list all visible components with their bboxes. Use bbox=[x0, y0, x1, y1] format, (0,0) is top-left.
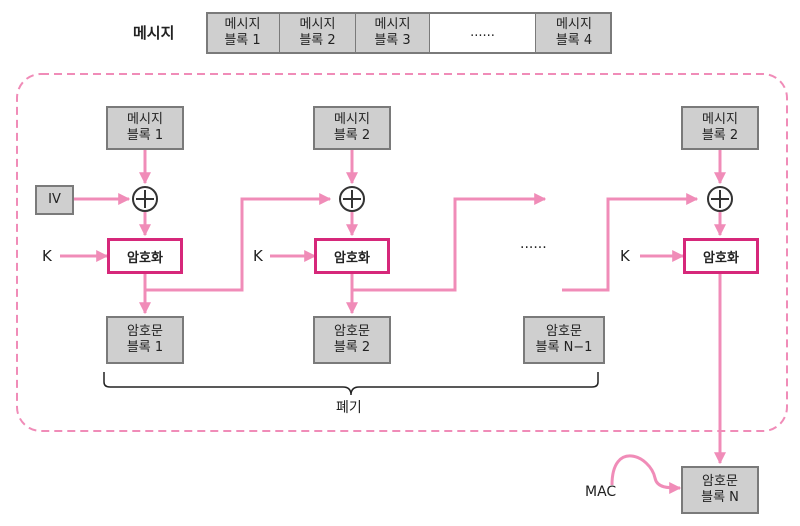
stage1-message-line2: 블록 1 bbox=[126, 128, 164, 143]
discard-brace bbox=[103, 372, 599, 396]
stage2-xor-icon bbox=[339, 186, 365, 212]
stage1-encrypt-label: 암호화 bbox=[127, 250, 163, 266]
stage1-encrypt-block: 암호화 bbox=[107, 238, 183, 274]
header-cell-ellipsis-line1: ...... bbox=[470, 24, 495, 40]
arrow-chain-1-2 bbox=[145, 193, 332, 292]
header-cell-ellipsis: ...... bbox=[430, 12, 536, 54]
iv-label: IV bbox=[48, 191, 61, 207]
header-cell-4-line2: 블록 4 bbox=[555, 33, 593, 48]
final-ciphertext-line2: 블록 N bbox=[701, 490, 739, 505]
stage2-key-label: K bbox=[253, 247, 263, 265]
discard-region-border bbox=[16, 73, 788, 432]
stage1-xor-icon bbox=[132, 186, 158, 212]
stage2-encrypt-label: 암호화 bbox=[334, 250, 370, 266]
stage2-encrypt-block: 암호화 bbox=[314, 238, 390, 274]
stage-n1-ciphertext-line1: 암호문 bbox=[546, 323, 582, 339]
header-cell-3-line1: 메시지 bbox=[374, 16, 411, 32]
header-cell-1-line1: 메시지 bbox=[224, 16, 261, 32]
header-cell-4: 메시지 블록 4 bbox=[536, 12, 612, 54]
stage1-message-line1: 메시지 bbox=[127, 111, 163, 127]
header-cell-4-line1: 메시지 bbox=[556, 16, 592, 32]
arrow-mac bbox=[610, 454, 682, 494]
stage1-ciphertext-line1: 암호문 bbox=[127, 323, 163, 339]
final-ciphertext-line1: 암호문 bbox=[702, 473, 738, 489]
middle-ellipsis: ...... bbox=[520, 236, 547, 252]
stageN-message-line1: 메시지 bbox=[702, 111, 738, 127]
stage1-ciphertext-block: 암호문 블록 1 bbox=[106, 316, 184, 364]
header-cell-3: 메시지 블록 3 bbox=[356, 12, 430, 54]
arrow-chain-2-mid bbox=[352, 193, 547, 292]
iv-box: IV bbox=[35, 185, 74, 215]
header-cell-2-line1: 메시지 bbox=[299, 16, 336, 32]
stage1-key-label: K bbox=[42, 247, 52, 265]
stage2-message-block: 메시지 블록 2 bbox=[313, 106, 391, 150]
final-ciphertext-block: 암호문 블록 N bbox=[681, 466, 759, 514]
stage2-message-line2: 블록 2 bbox=[333, 128, 371, 143]
discard-label: 폐기 bbox=[336, 400, 362, 416]
header-cell-1: 메시지 블록 1 bbox=[206, 12, 280, 54]
header-cell-2-line2: 블록 2 bbox=[299, 33, 336, 48]
header-cell-3-line2: 블록 3 bbox=[374, 33, 411, 48]
header-cell-1-line2: 블록 1 bbox=[224, 33, 261, 48]
header-cell-2: 메시지 블록 2 bbox=[280, 12, 356, 54]
arrow-chain-mid-n bbox=[562, 193, 699, 292]
stageN-key-label: K bbox=[620, 247, 630, 265]
stage2-message-line1: 메시지 bbox=[334, 111, 370, 127]
stageN-encrypt-label: 암호화 bbox=[703, 250, 739, 266]
header-label: 메시지 bbox=[133, 24, 175, 42]
stage2-ciphertext-line2: 블록 2 bbox=[333, 340, 371, 355]
mac-label: MAC bbox=[585, 484, 617, 500]
stageN-message-line2: 블록 2 bbox=[701, 128, 739, 143]
stageN-encrypt-block: 암호화 bbox=[683, 238, 759, 274]
stageN-xor-icon bbox=[707, 186, 733, 212]
stage-n1-ciphertext-line2: 블록 N−1 bbox=[535, 340, 593, 355]
stage2-ciphertext-block: 암호문 블록 2 bbox=[313, 316, 391, 364]
stage1-message-block: 메시지 블록 1 bbox=[106, 106, 184, 150]
stageN-message-block: 메시지 블록 2 bbox=[681, 106, 759, 150]
stage-n1-ciphertext-block: 암호문 블록 N−1 bbox=[523, 316, 605, 364]
stage1-ciphertext-line2: 블록 1 bbox=[126, 340, 164, 355]
stage2-ciphertext-line1: 암호문 bbox=[334, 323, 370, 339]
